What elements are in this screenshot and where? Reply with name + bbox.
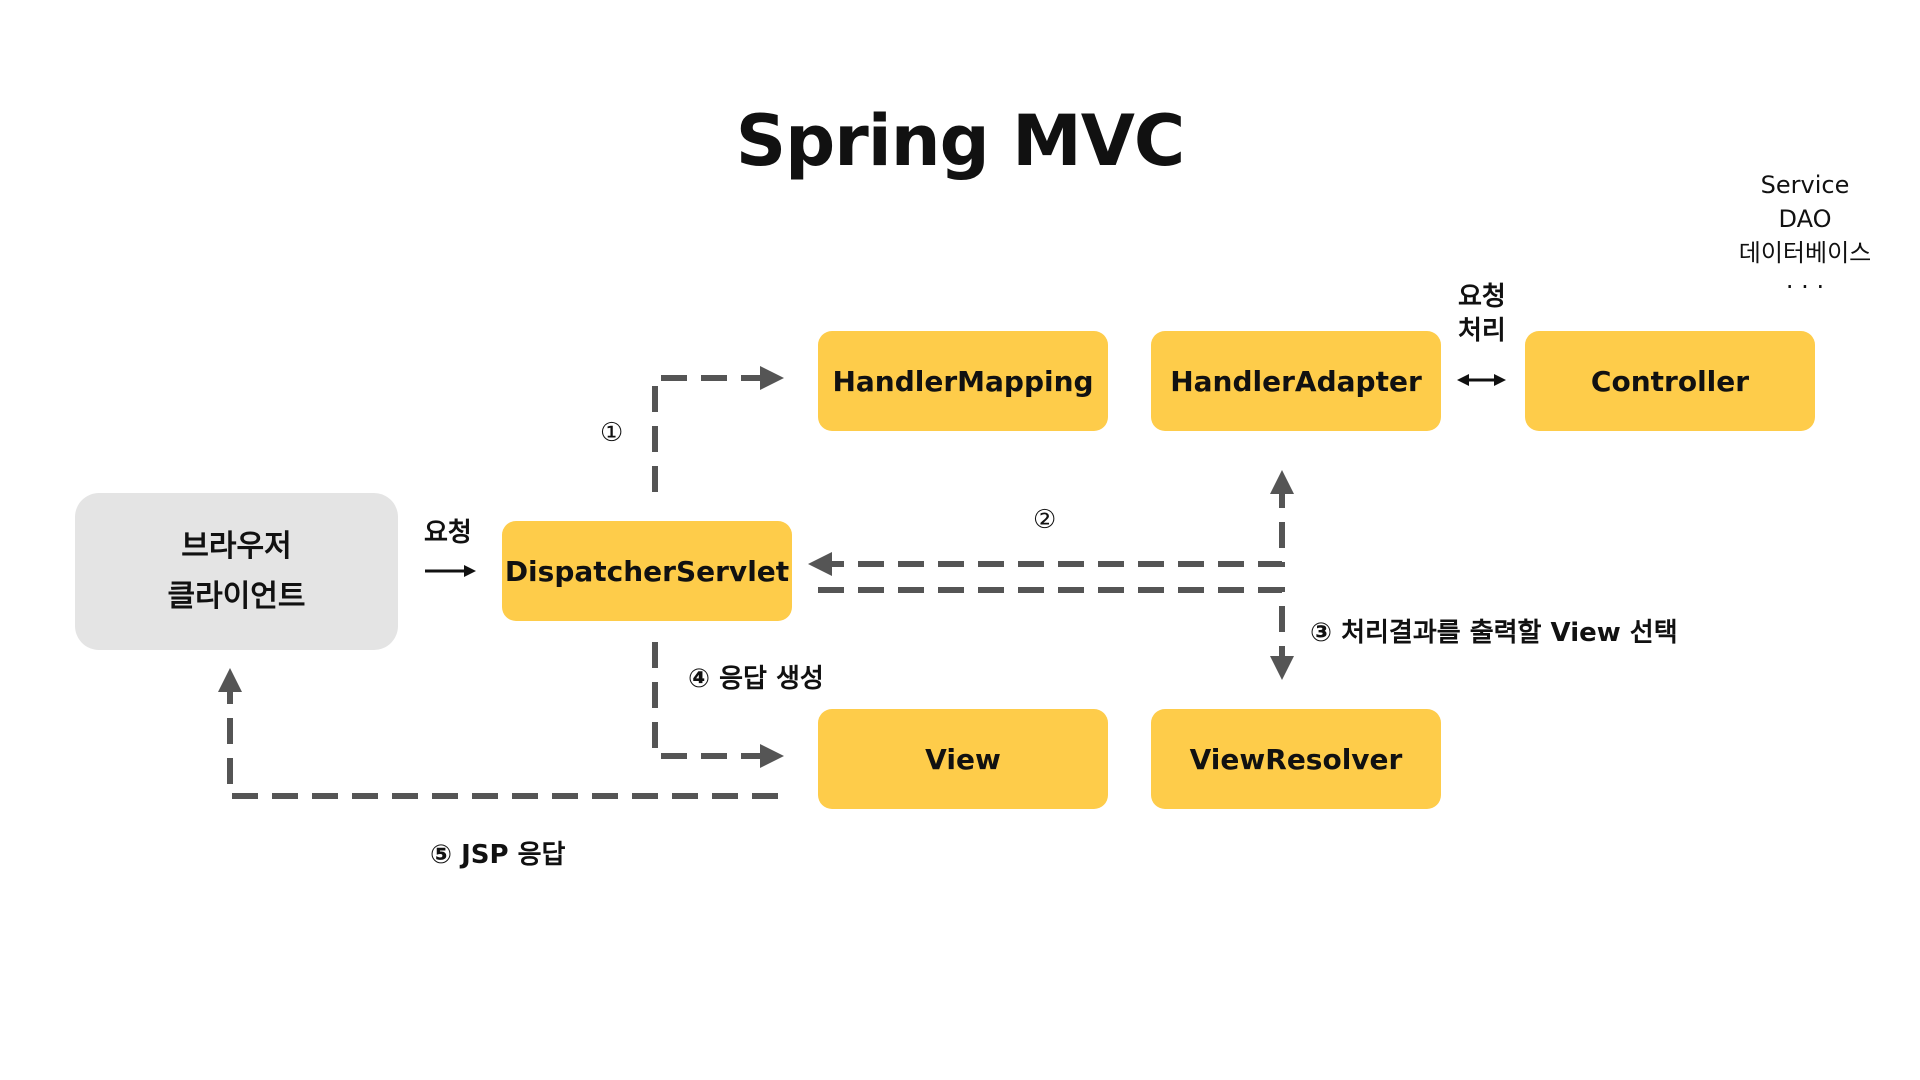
view-resolver-node: ViewResolver bbox=[1151, 709, 1441, 809]
backend-stack-ellipsis: · · · bbox=[1785, 273, 1825, 301]
dispatcher-servlet-node: DispatcherServlet bbox=[502, 521, 792, 621]
browser-client-line1: 브라우저 bbox=[181, 528, 292, 564]
view-node: View bbox=[818, 709, 1108, 809]
backend-stack-item: Service bbox=[1760, 171, 1850, 199]
step1-arrow bbox=[652, 366, 784, 492]
request-process-line2: 처리 bbox=[1458, 316, 1506, 346]
step2-label: ② bbox=[1033, 505, 1057, 535]
backend-stack-item: 데이터베이스 bbox=[1738, 239, 1872, 267]
step5-arrow bbox=[218, 668, 778, 799]
request-process-label: 요청 처리 bbox=[1458, 280, 1506, 348]
request-process-line1: 요청 bbox=[1458, 282, 1506, 312]
step5-label: ⑤ JSP 응답 bbox=[430, 840, 566, 870]
controller-node: Controller bbox=[1525, 331, 1815, 431]
step1-label: ① bbox=[600, 418, 624, 448]
browser-client-node: 브라우저 클라이언트 bbox=[75, 493, 398, 650]
diagram-title: Spring MVC bbox=[735, 100, 1186, 182]
backend-stack-item: DAO bbox=[1778, 205, 1832, 233]
backend-stack-note: Service DAO 데이터베이스 · · · bbox=[1730, 168, 1880, 304]
step2-arrow bbox=[808, 470, 1294, 576]
request-label: 요청 bbox=[424, 518, 472, 548]
step3-label: ③ 처리결과를 출력할 View 선택 bbox=[1310, 618, 1678, 648]
step3-arrow bbox=[818, 587, 1294, 680]
browser-client-line2: 클라이언트 bbox=[167, 578, 306, 614]
handler-mapping-node: HandlerMapping bbox=[818, 331, 1108, 431]
handler-adapter-node: HandlerAdapter bbox=[1151, 331, 1441, 431]
step4-label: ④ 응답 생성 bbox=[688, 664, 824, 694]
